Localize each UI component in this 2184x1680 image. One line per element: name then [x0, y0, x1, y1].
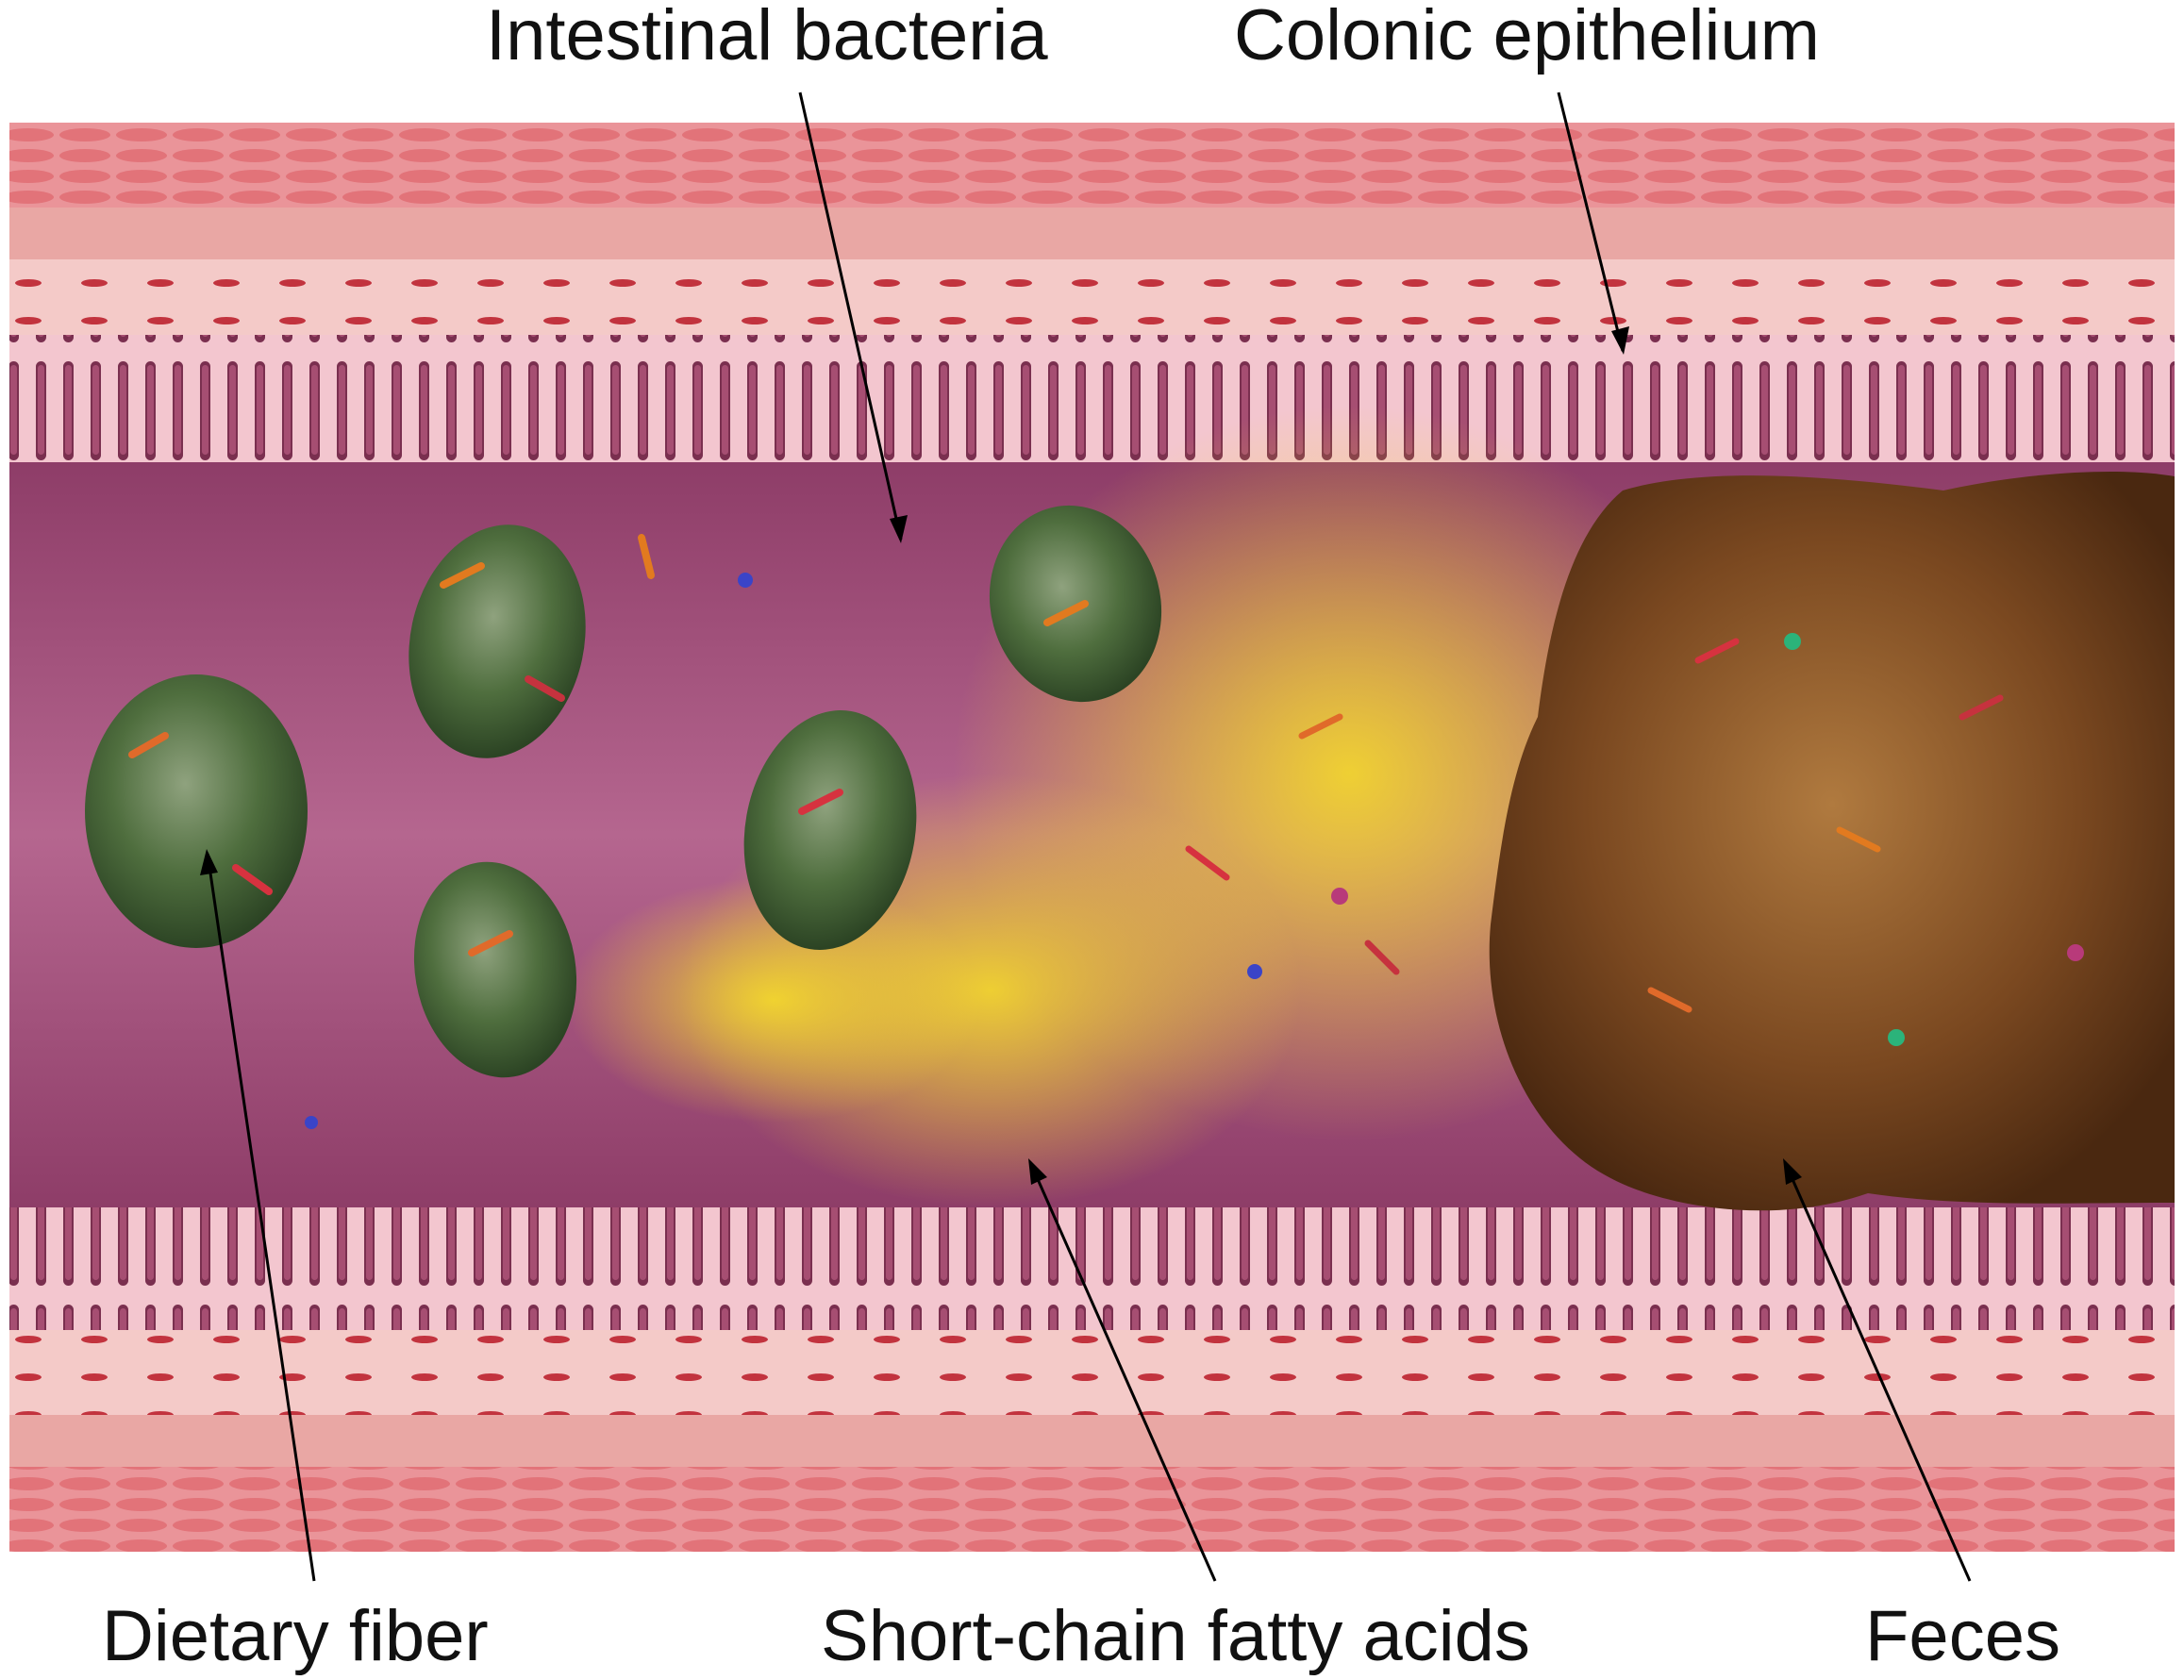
label-colonic-epithelium: Colonic epithelium [1234, 0, 1820, 75]
label-feces: Feces [1865, 1596, 2060, 1676]
feces-mass [1489, 472, 2175, 1211]
top-intestinal-wall [9, 123, 2175, 462]
bacteria [128, 534, 2084, 1129]
arrowhead-feces [1783, 1158, 1802, 1185]
fiber-particle [85, 674, 308, 948]
arrowhead-short-chain-fatty-acids [1028, 1158, 1047, 1185]
arrowhead-intestinal-bacteria [890, 515, 908, 543]
label-intestinal-bacteria: Intestinal bacteria [486, 0, 1048, 75]
fiber-particle [413, 861, 577, 1078]
pointer-dietary-fiber [206, 853, 316, 1582]
pointer-arrowheads [200, 326, 1802, 1185]
pointer-feces [1783, 1161, 1972, 1582]
pointer-colonic-epithelium [1557, 91, 1625, 352]
fiber-particle [743, 709, 917, 951]
pointer-intestinal-bacteria [798, 91, 903, 541]
pointer-short-chain-fatty-acids [1028, 1161, 1217, 1582]
arrowhead-dietary-fiber [200, 849, 218, 875]
label-short-chain-fatty-acids: Short-chain fatty acids [821, 1596, 1530, 1676]
arrowhead-colonic-epithelium [1611, 326, 1629, 355]
label-dietary-fiber: Dietary fiber [102, 1596, 489, 1676]
bottom-intestinal-wall [9, 1207, 2175, 1552]
pointer-lines [206, 91, 1972, 1582]
fiber-particle [989, 505, 1162, 703]
